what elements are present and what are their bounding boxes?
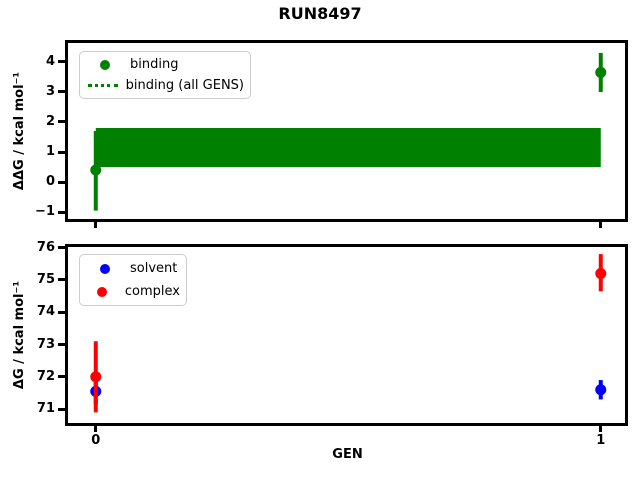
solvent-marker-swatch	[100, 263, 110, 274]
x-axis-label-gen: GEN	[332, 447, 363, 462]
x-tick-mark	[94, 219, 98, 228]
y-tick-mark	[58, 246, 68, 250]
y-tick-label: 73	[36, 336, 55, 352]
y-tick-mark	[58, 60, 68, 64]
x-tick-label: 1	[596, 433, 606, 448]
y-tick-mark	[58, 90, 68, 94]
binding-marker-swatch	[100, 59, 110, 70]
y-axis-label-dg: ΔG / kcal mol⁻¹	[12, 280, 27, 390]
y-tick-label: 75	[36, 271, 55, 287]
legend-item-complex: complex	[86, 281, 180, 303]
y-tick-label: 71	[36, 401, 55, 417]
binding-point-gen1	[595, 66, 607, 78]
x-tick-mark	[599, 219, 603, 228]
y-tick-mark	[58, 180, 68, 184]
y-axis-label-ddg: ΔΔG / kcal mol⁻¹	[12, 71, 27, 191]
legend-solvent-complex: solvent complex	[79, 254, 187, 306]
figure-title: RUN8497	[278, 4, 362, 23]
y-tick-mark	[58, 310, 68, 314]
y-tick-mark	[58, 278, 68, 282]
y-tick-label: 2	[45, 113, 55, 129]
y-tick-label: −1	[35, 204, 55, 220]
y-tick-label: 0	[45, 174, 55, 190]
complex-point-gen0	[90, 371, 102, 383]
y-tick-label: 1	[45, 144, 55, 160]
axes-solvent-complex: solvent complex 71 72 73 74 75 76 0 1	[37, 240, 628, 448]
x-tick-label: 0	[91, 433, 101, 448]
complex-marker-swatch	[97, 286, 108, 297]
x-tick-mark	[94, 423, 98, 432]
y-tick-mark	[58, 150, 68, 154]
y-tick-label: 76	[36, 239, 55, 255]
solvent-point-gen1	[595, 384, 607, 396]
x-tick-mark	[599, 423, 603, 432]
y-tick-label: 72	[36, 368, 55, 384]
legend-label-binding: binding	[130, 56, 179, 72]
y-tick-mark	[58, 407, 68, 411]
y-tick-mark	[58, 120, 68, 124]
binding-point-gen0	[90, 164, 102, 176]
legend-label-solvent: solvent	[130, 260, 178, 276]
legend-label-complex: complex	[124, 283, 180, 299]
legend-item-solvent: solvent	[86, 258, 180, 280]
y-tick-label: 4	[45, 53, 55, 69]
binding-plot-area	[90, 52, 607, 211]
y-tick-mark	[58, 343, 68, 347]
y-tick-mark	[58, 375, 68, 379]
legend-item-binding-all-gens: binding (all GENS)	[86, 75, 244, 96]
binding-all-gens-band	[95, 127, 601, 168]
solvent-complex-plot-area	[90, 254, 607, 413]
legend-binding: binding binding (all GENS)	[79, 51, 251, 99]
axes-binding: binding binding (all GENS) −1 0 1 2 3 4	[35, 40, 628, 228]
complex-point-gen1	[595, 267, 607, 279]
y-tick-label: 3	[45, 83, 55, 99]
y-tick-mark	[58, 210, 68, 214]
y-tick-label: 74	[36, 304, 55, 320]
legend-label-binding-all-gens: binding (all GENS)	[125, 77, 244, 93]
binding-all-gens-dotted-line-swatch	[87, 84, 118, 87]
legend-item-binding: binding	[86, 54, 244, 75]
